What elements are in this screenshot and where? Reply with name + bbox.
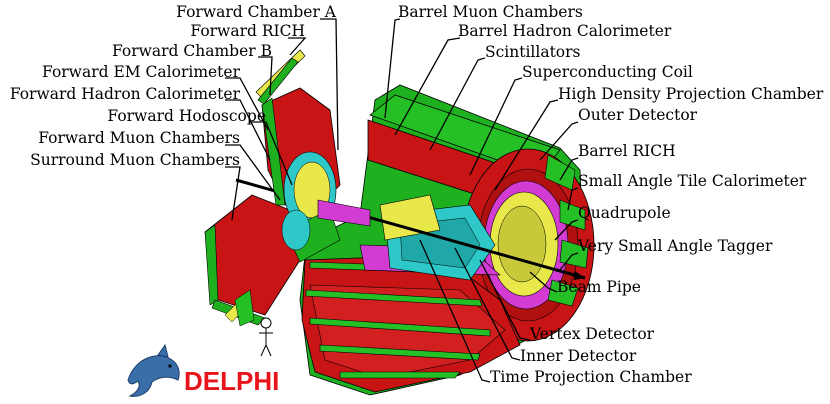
label-time-projection-chamber: Time Projection Chamber [490,368,692,386]
label-forward-hodoscope: Forward Hodoscope [107,107,266,125]
right-labels: Barrel Muon Chambers Barrel Hadron Calor… [398,3,824,386]
label-vertex-detector: Vertex Detector [529,325,655,343]
leader-lines [225,18,579,383]
label-high-density-projection-chamber: High Density Projection Chamber [558,85,824,103]
label-forward-chamber-b: Forward Chamber B [112,42,272,60]
label-very-small-angle-tagger: Very Small Angle Tagger [577,237,773,255]
label-forward-muon-chambers: Forward Muon Chambers [38,129,240,147]
scale-person-icon [259,317,273,357]
label-forward-rich: Forward RICH [190,22,305,40]
label-barrel-hadron-calorimeter: Barrel Hadron Calorimeter [458,22,672,40]
left-labels: Forward Chamber A Forward RICH Forward C… [10,3,337,169]
label-surround-muon-chambers: Surround Muon Chambers [30,151,240,169]
label-forward-chamber-a: Forward Chamber A [176,3,337,21]
label-barrel-rich: Barrel RICH [578,142,676,160]
label-superconducting-coil: Superconducting Coil [522,63,693,81]
dolphin-icon [127,343,180,397]
barrel-detector [299,84,595,396]
forward-detector [204,49,371,327]
label-small-angle-tile-calorimeter: Small Angle Tile Calorimeter [578,172,807,190]
delphi-logo-text: DELPHI [184,366,279,396]
label-outer-detector: Outer Detector [578,106,698,124]
label-inner-detector: Inner Detector [520,347,637,365]
label-forward-hadron-calorimeter: Forward Hadron Calorimeter [10,85,241,103]
label-barrel-muon-chambers: Barrel Muon Chambers [398,3,583,21]
label-beam-pipe: Beam Pipe [557,278,641,296]
label-forward-em-calorimeter: Forward EM Calorimeter [42,63,241,81]
label-quadrupole: Quadrupole [578,204,671,222]
label-scintillators: Scintillators [485,43,581,61]
